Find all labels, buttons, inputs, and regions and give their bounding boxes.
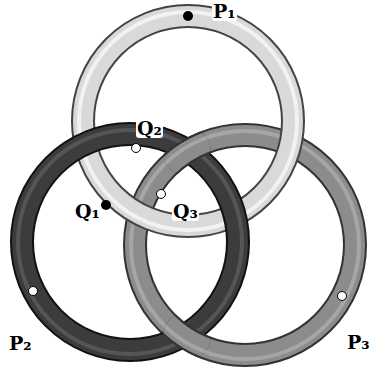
white-point (338, 292, 347, 301)
point-label: P₂ (8, 334, 33, 353)
white-point (157, 190, 166, 199)
white-point (29, 287, 38, 296)
white-point (132, 144, 141, 153)
black-point (101, 200, 111, 210)
point-label: P₃ (346, 333, 371, 352)
point-label: Q₁ (74, 202, 101, 221)
left-ring (18, 130, 242, 354)
point-label: Q₃ (172, 202, 199, 221)
top-ring (79, 12, 297, 230)
point-label: P₁ (212, 2, 237, 21)
point-label: Q₂ (136, 119, 163, 138)
black-point (183, 11, 193, 21)
right-ring-over (131, 131, 359, 359)
